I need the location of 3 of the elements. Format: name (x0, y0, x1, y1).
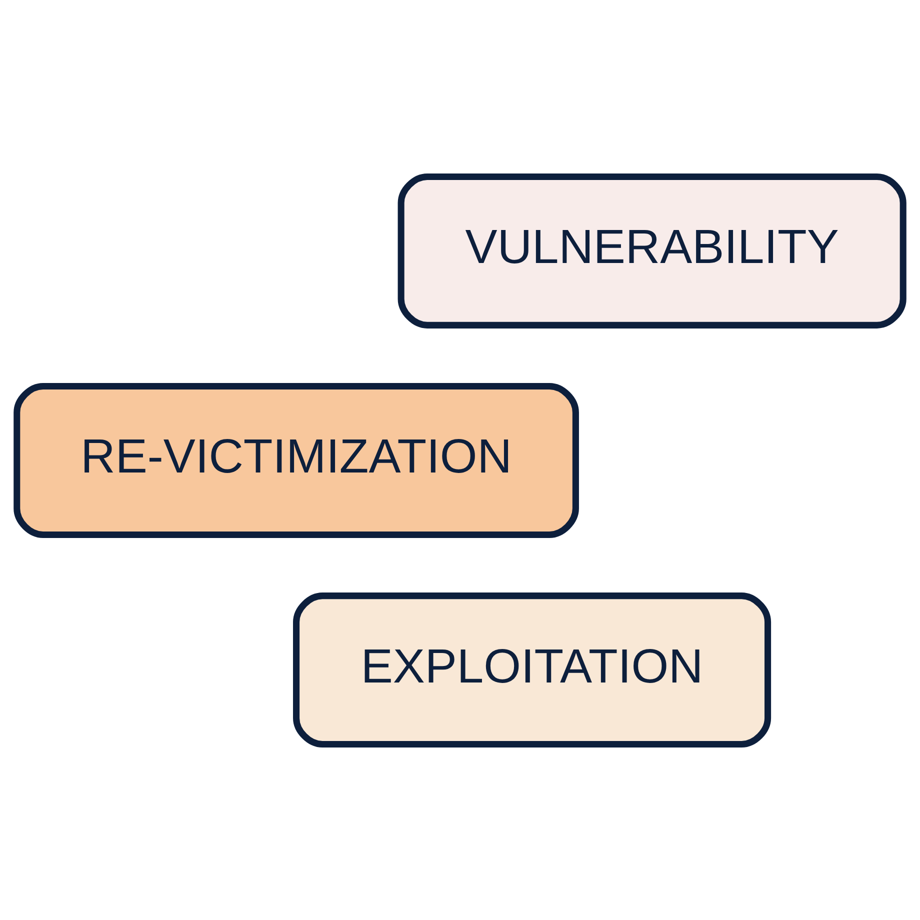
node-box: RE-VICTIMIZATION (14, 382, 579, 538)
node-box: EXPLOITATION (293, 592, 772, 748)
node-box: VULNERABILITY (398, 172, 906, 328)
